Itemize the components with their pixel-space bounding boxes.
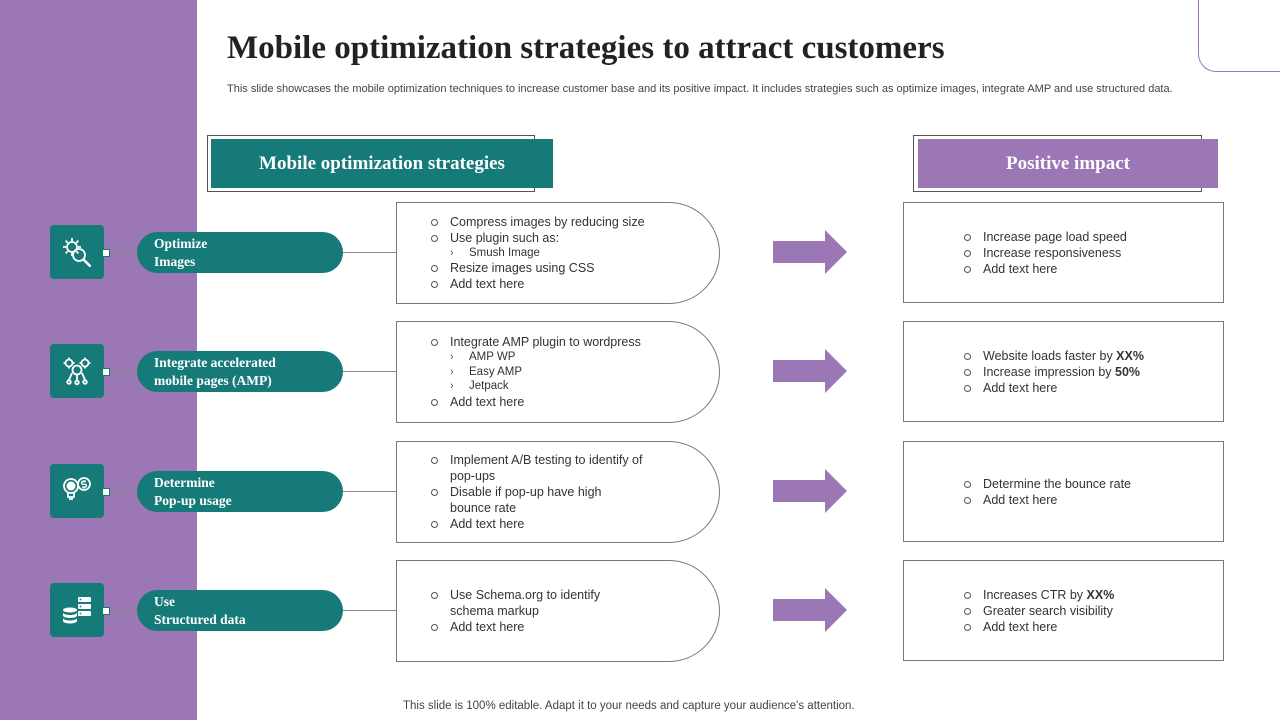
strategy-label: Integrate accelerated mobile pages (AMP)	[137, 351, 343, 392]
impact-bullet: Add text here	[961, 380, 1223, 396]
impact-details-box: Increase page load speed Increase respon…	[903, 202, 1224, 303]
impact-bullet: Greater search visibility	[961, 603, 1223, 619]
impact-details-box: Website loads faster by XX% Increase imp…	[903, 321, 1224, 422]
strategy-details-box: Integrate AMP plugin to wordpress AMP WP…	[396, 321, 720, 423]
strategy-bullet: Compress images by reducing size	[428, 214, 719, 230]
impact-details-box: Determine the bounce rate Add text here	[903, 441, 1224, 542]
slide-subtitle: This slide showcases the mobile optimiza…	[227, 83, 1173, 95]
strategy-label-line: Use	[154, 593, 175, 609]
connector-line	[343, 252, 397, 253]
impact-bullet: Add text here	[961, 492, 1223, 508]
strategy-bullet: Resize images using CSS	[428, 260, 719, 276]
connector-line	[343, 491, 397, 492]
strategy-label: Optimize Images	[137, 232, 343, 273]
impact-bullet: Increase responsiveness	[961, 245, 1223, 261]
strategy-bullet: Add text here	[428, 276, 719, 292]
right-arrow-icon	[773, 230, 847, 274]
strategy-bullet: Add text here	[428, 394, 719, 410]
strategy-row: Integrate accelerated mobile pages (AMP)…	[0, 321, 1280, 423]
connector-line	[343, 371, 397, 372]
strategy-bullet: Add text here	[428, 516, 719, 532]
strategy-label-line: Integrate accelerated	[154, 354, 276, 370]
connector-line	[110, 252, 138, 253]
strategy-bullet: Add text here	[428, 619, 719, 635]
connector-line	[110, 610, 138, 611]
strategy-sub-bullet: Smush Image	[428, 246, 719, 261]
impact-bullet: Increase page load speed	[961, 229, 1223, 245]
strategy-row: Optimize Images Compress images by reduc…	[0, 202, 1280, 304]
strategies-header: Mobile optimization strategies	[211, 139, 553, 188]
corner-decoration	[1198, 0, 1280, 72]
strategy-bullet-continued: pop-ups	[450, 469, 496, 483]
strategy-details-box: Use Schema.org to identify schema markup…	[396, 560, 720, 662]
gears-network-icon	[50, 344, 104, 398]
strategy-label-line: Determine	[154, 474, 215, 490]
impact-bullet: Add text here	[961, 261, 1223, 277]
strategy-label-line: Structured data	[154, 611, 246, 627]
connector-dot	[102, 368, 110, 376]
impact-header: Positive impact	[918, 139, 1218, 188]
connector-line	[343, 610, 397, 611]
impact-bullet: Add text here	[961, 619, 1223, 635]
strategy-sub-bullet: Easy AMP	[428, 365, 719, 380]
impact-bullet: Increase impression by 50%	[961, 364, 1223, 380]
impact-bullet: Website loads faster by XX%	[961, 348, 1223, 364]
strategy-bullet: Use Schema.org to identify	[428, 587, 719, 603]
impact-details-box: Increases CTR by XX% Greater search visi…	[903, 560, 1224, 661]
strategy-bullet-continued: bounce rate	[450, 501, 517, 515]
strategy-label-line: mobile pages (AMP)	[154, 372, 272, 388]
strategy-label-line: Optimize	[154, 235, 208, 251]
connector-dot	[102, 607, 110, 615]
footer-note: This slide is 100% editable. Adapt it to…	[403, 700, 855, 712]
impact-bullet: Increases CTR by XX%	[961, 587, 1223, 603]
strategy-label: Use Structured data	[137, 590, 343, 631]
settings-search-icon	[50, 225, 104, 279]
strategy-row: Determine Pop-up usage Implement A/B tes…	[0, 441, 1280, 543]
strategy-sub-bullet: AMP WP	[428, 350, 719, 365]
strategy-label-line: Pop-up usage	[154, 492, 232, 508]
strategy-bullet: Use plugin such as:	[428, 230, 719, 246]
strategy-bullet-continued: schema markup	[450, 604, 539, 618]
connector-line	[110, 491, 138, 492]
impact-bullet: Determine the bounce rate	[961, 476, 1223, 492]
right-arrow-icon	[773, 469, 847, 513]
slide-title: Mobile optimization strategies to attrac…	[227, 30, 945, 66]
strategy-label-line: Images	[154, 253, 196, 269]
lightbulb-dollar-icon	[50, 464, 104, 518]
strategy-bullet: Implement A/B testing to identify of	[428, 452, 719, 468]
connector-line	[110, 371, 138, 372]
connector-dot	[102, 488, 110, 496]
connector-dot	[102, 249, 110, 257]
strategy-details-box: Implement A/B testing to identify of pop…	[396, 441, 720, 543]
strategy-sub-bullet: Jetpack	[428, 379, 719, 394]
strategy-label: Determine Pop-up usage	[137, 471, 343, 512]
strategy-bullet: Disable if pop-up have high	[428, 484, 719, 500]
strategy-details-box: Compress images by reducing size Use plu…	[396, 202, 720, 304]
right-arrow-icon	[773, 588, 847, 632]
right-arrow-icon	[773, 349, 847, 393]
database-server-icon	[50, 583, 104, 637]
strategy-row: Use Structured data Use Schema.org to id…	[0, 560, 1280, 662]
strategy-bullet: Integrate AMP plugin to wordpress	[428, 334, 719, 350]
